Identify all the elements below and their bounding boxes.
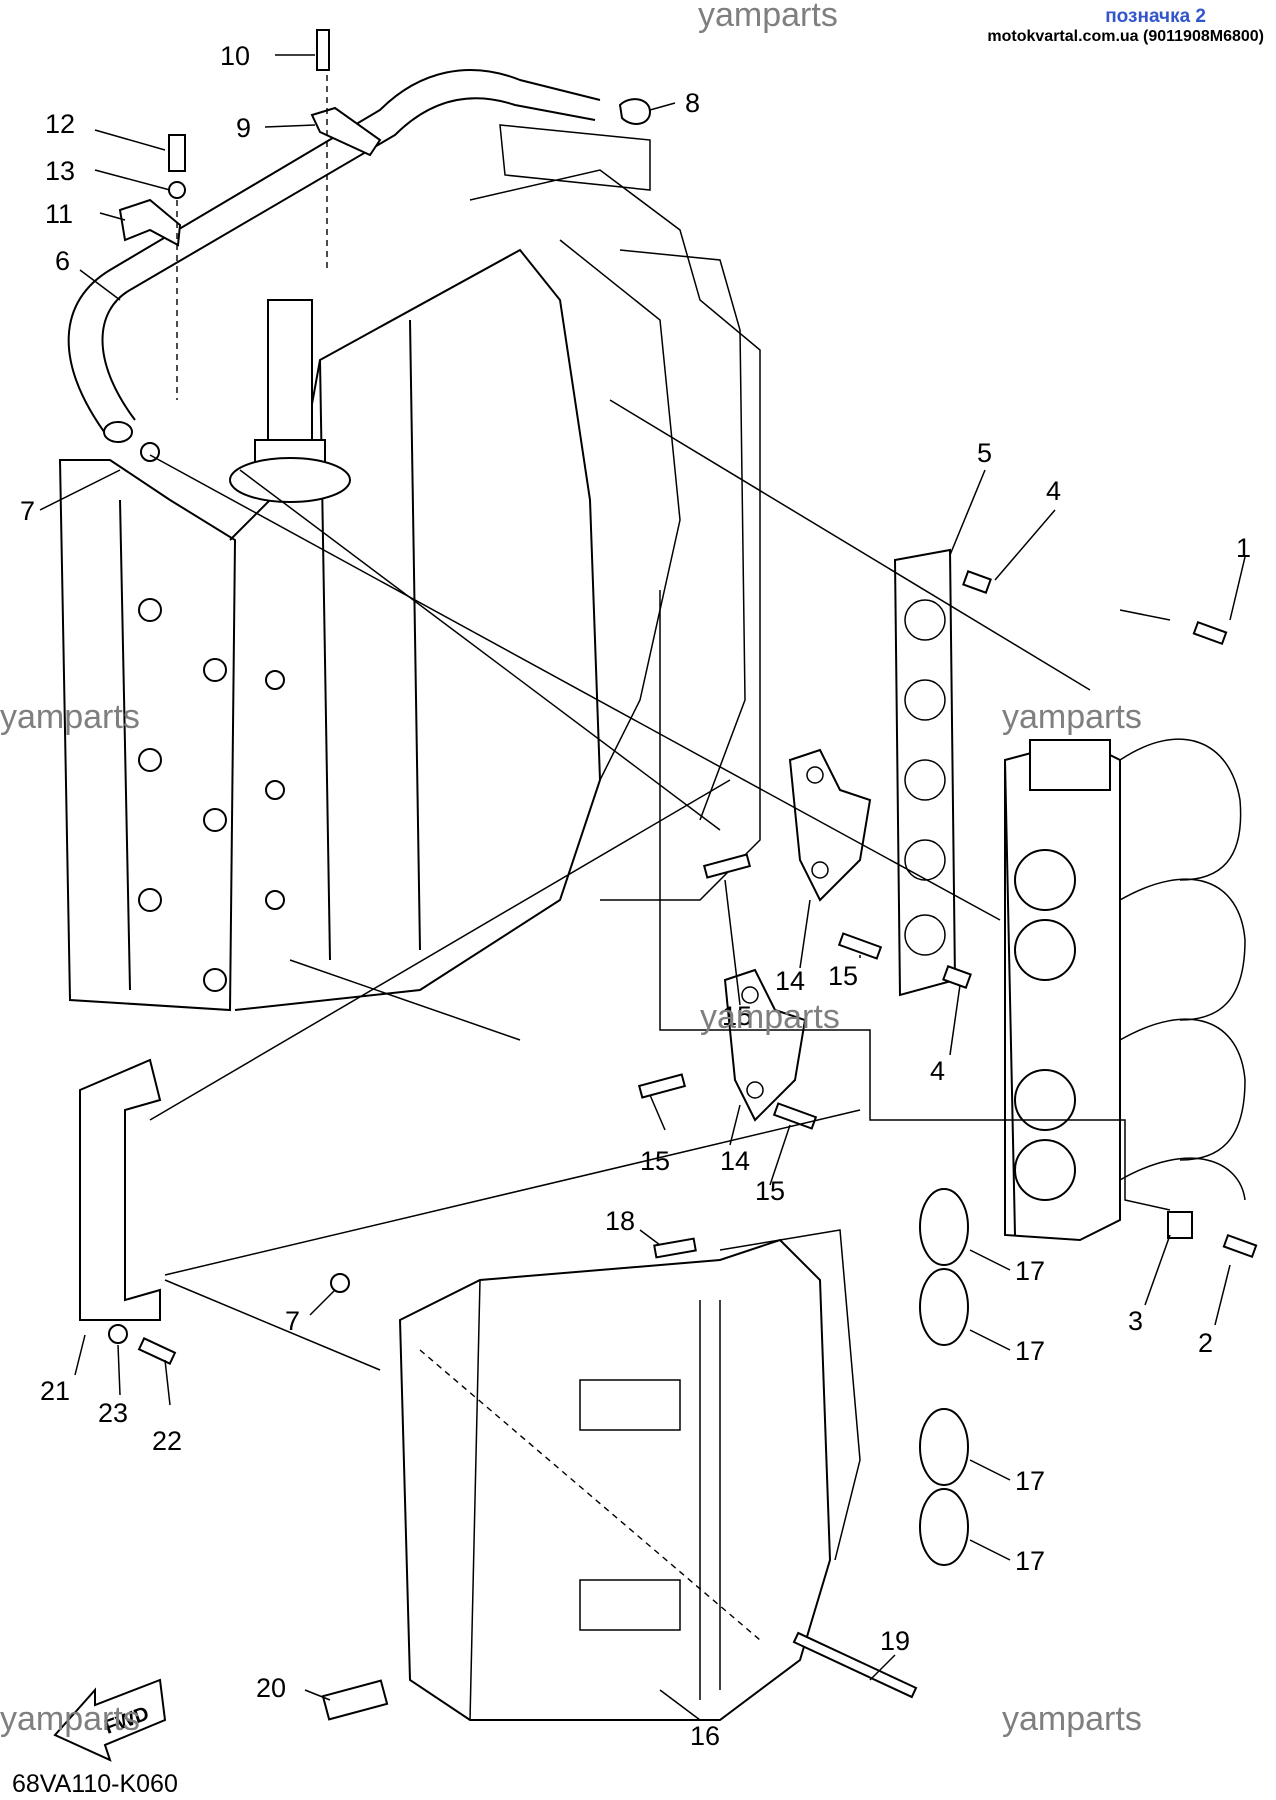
- bracket: [723, 968, 807, 1122]
- callout-12: 12: [45, 109, 75, 139]
- callout-19: 19: [880, 1626, 910, 1656]
- callout-16: 16: [690, 1721, 720, 1751]
- callout-15d: 15: [755, 1176, 785, 1206]
- hose-clip: [618, 98, 652, 125]
- callout-14: 14: [775, 966, 805, 996]
- silencer-bracket: [79, 1058, 162, 1321]
- bolt: [168, 134, 186, 172]
- header-label: позначка 2: [1105, 6, 1206, 27]
- hose-clip: [330, 1273, 350, 1293]
- intake-silencer: [398, 1229, 861, 1721]
- assembly-lines: [149, 75, 1171, 1641]
- callout-2: 2: [1198, 1328, 1213, 1358]
- callout-17b: 17: [1015, 1336, 1045, 1366]
- bolt: [137, 1337, 177, 1365]
- bolt: [1192, 620, 1228, 646]
- callout-17: 17: [1015, 1256, 1045, 1286]
- callout-8: 8: [685, 88, 700, 118]
- bracket: [788, 748, 872, 902]
- callout-20: 20: [256, 1673, 286, 1703]
- callout-13: 13: [45, 156, 75, 186]
- washer: [108, 1324, 128, 1344]
- long-bolt: [792, 1631, 918, 1699]
- watermark: yamparts: [0, 698, 140, 736]
- callout-3: 3: [1128, 1306, 1143, 1336]
- callout-22: 22: [152, 1426, 182, 1456]
- callout-4b: 4: [930, 1056, 945, 1086]
- o-ring: [919, 1268, 969, 1346]
- clamp: [310, 106, 382, 157]
- callout-1: 1: [1236, 533, 1251, 563]
- bolt: [1222, 1233, 1258, 1259]
- callout-numbers: 1 2 3 4 4 5 6 7 7 8 9 10 11 12 13 14 14 …: [20, 41, 1251, 1751]
- temperature-sensor: [321, 1679, 389, 1721]
- dowel-pin: [962, 570, 992, 594]
- callout-17c: 17: [1015, 1466, 1045, 1496]
- o-ring: [919, 1488, 969, 1566]
- dowel-pin: [942, 965, 972, 989]
- watermark: yamparts: [1002, 698, 1142, 736]
- callout-23: 23: [98, 1398, 128, 1428]
- callout-18: 18: [605, 1206, 635, 1236]
- o-ring: [919, 1188, 969, 1266]
- callout-21: 21: [40, 1376, 70, 1406]
- header-source: motokvartal.com.ua (9011908M6800): [987, 28, 1264, 45]
- watermarks: yamparts yamparts yamparts yamparts yamp…: [0, 0, 1142, 1738]
- fwd-arrow: FWD: [53, 1678, 167, 1762]
- callout-15: 15: [722, 1001, 752, 1031]
- intake-manifold: [1004, 738, 1246, 1242]
- watermark: yamparts: [700, 998, 840, 1036]
- bolt: [837, 932, 883, 960]
- bolt: [316, 29, 330, 71]
- hose-clip: [140, 442, 160, 462]
- callout-7: 7: [20, 496, 35, 526]
- callout-5: 5: [977, 438, 992, 468]
- washer: [168, 181, 186, 199]
- watermark: yamparts: [1002, 1700, 1142, 1738]
- collar: [1167, 1211, 1193, 1239]
- watermark: yamparts: [0, 1700, 140, 1738]
- bolt: [637, 1073, 687, 1099]
- leader-lines: [39, 54, 1246, 1721]
- callout-11: 11: [45, 199, 73, 229]
- callout-7b: 7: [285, 1306, 300, 1336]
- callout-4: 4: [1046, 476, 1061, 506]
- cylinder-block: [58, 169, 761, 1012]
- bolt: [702, 853, 752, 879]
- diagram-code: 68VA110-K060: [12, 1770, 178, 1798]
- watermark: yamparts: [698, 0, 838, 34]
- callout-9: 9: [236, 113, 251, 143]
- callout-15b: 15: [828, 961, 858, 991]
- callout-17d: 17: [1015, 1546, 1045, 1576]
- manifold-gasket: [893, 548, 957, 997]
- o-ring: [919, 1408, 969, 1486]
- callout-10: 10: [220, 41, 250, 71]
- clip: [118, 198, 182, 247]
- callout-6: 6: [55, 246, 70, 276]
- hose: [67, 69, 601, 443]
- bolt: [653, 1237, 697, 1259]
- callout-14b: 14: [720, 1146, 750, 1176]
- callout-15c: 15: [640, 1146, 670, 1176]
